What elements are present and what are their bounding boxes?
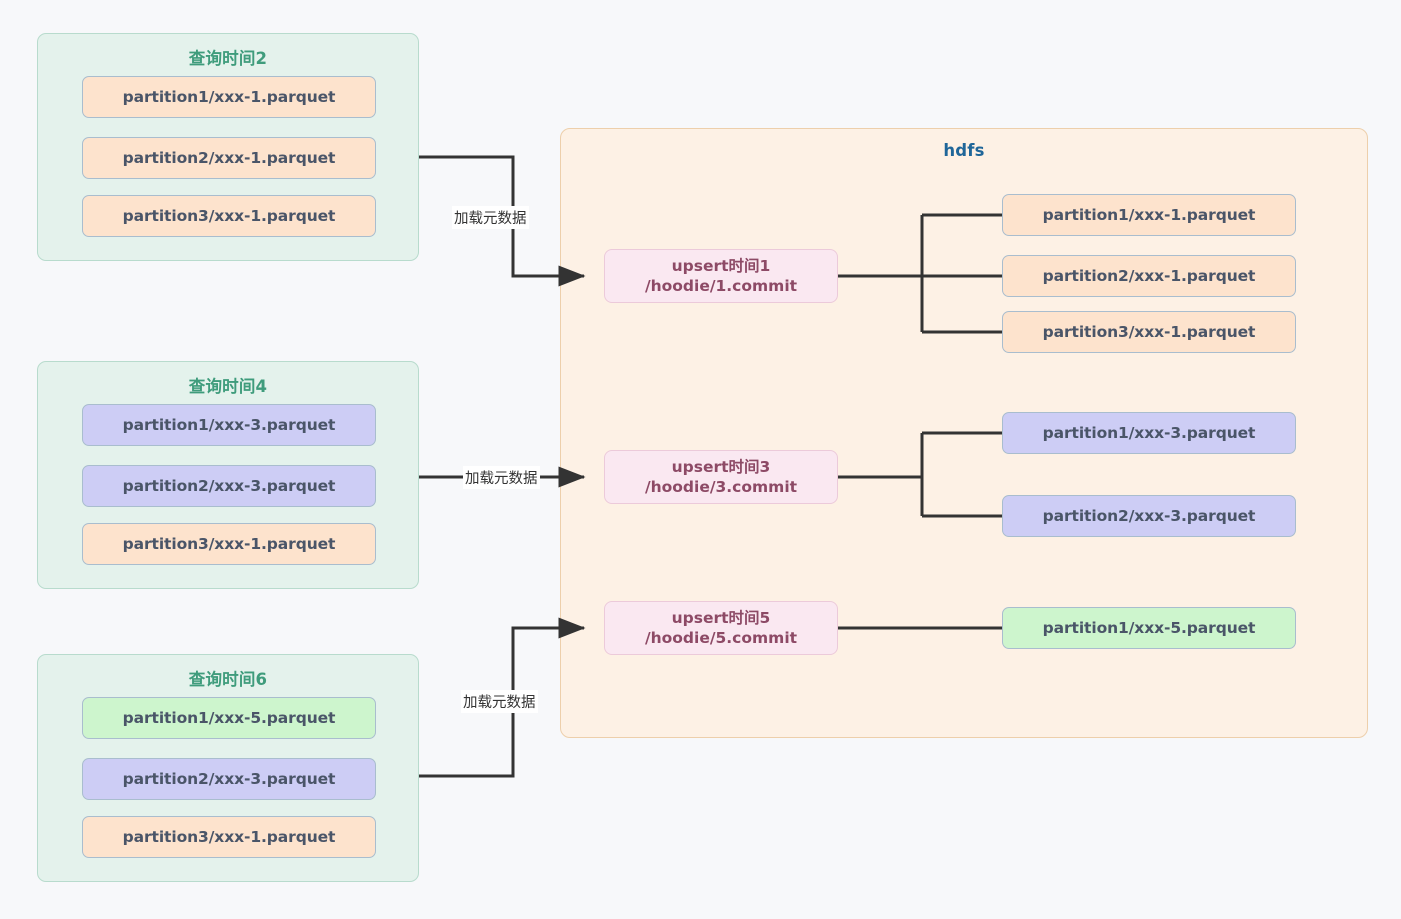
commit-box-2-line1: upsert时间3 — [671, 457, 771, 476]
edge-label-3: 加载元数据 — [461, 690, 538, 713]
commit-box-2-line2: /hoodie/3.commit — [644, 478, 798, 496]
query-group-1-file-2[interactable]: partition2/xxx-1.parquet — [82, 137, 376, 179]
query-group-1-file-3[interactable]: partition3/xxx-1.parquet — [82, 195, 376, 237]
commit-box-1[interactable]: upsert时间1 /hoodie/1.commit — [604, 249, 838, 303]
hdfs-title-label: hdfs — [943, 141, 985, 160]
query-group-2-title: 查询时间4 — [188, 377, 268, 396]
query-group-2-file-3[interactable]: partition3/xxx-1.parquet — [82, 523, 376, 565]
commit-box-1-line2: /hoodie/1.commit — [644, 277, 798, 295]
edge-label-1: 加载元数据 — [452, 206, 529, 229]
query-group-1-title: 查询时间2 — [188, 49, 268, 68]
hdfs-output-file-2-2[interactable]: partition2/xxx-3.parquet — [1002, 495, 1296, 537]
commit-box-2[interactable]: upsert时间3 /hoodie/3.commit — [604, 450, 838, 504]
hdfs-output-file-1-3[interactable]: partition3/xxx-1.parquet — [1002, 311, 1296, 353]
query-group-3-file-3[interactable]: partition3/xxx-1.parquet — [82, 816, 376, 858]
hdfs-output-file-1-2[interactable]: partition2/xxx-1.parquet — [1002, 255, 1296, 297]
query-group-3-file-1[interactable]: partition1/xxx-5.parquet — [82, 697, 376, 739]
query-group-3-file-2[interactable]: partition2/xxx-3.parquet — [82, 758, 376, 800]
hdfs-output-file-3-1[interactable]: partition1/xxx-5.parquet — [1002, 607, 1296, 649]
hdfs-output-file-2-1[interactable]: partition1/xxx-3.parquet — [1002, 412, 1296, 454]
commit-box-3[interactable]: upsert时间5 /hoodie/5.commit — [604, 601, 838, 655]
query-group-2-file-1[interactable]: partition1/xxx-3.parquet — [82, 404, 376, 446]
commit-box-3-line2: /hoodie/5.commit — [644, 629, 798, 647]
query-group-1: 查询时间2 partition1/xxx-1.parquet partition… — [37, 33, 419, 261]
query-group-1-file-1[interactable]: partition1/xxx-1.parquet — [82, 76, 376, 118]
commit-box-3-line1: upsert时间5 — [671, 608, 771, 627]
edge-label-2: 加载元数据 — [463, 466, 540, 489]
query-group-3-title: 查询时间6 — [188, 670, 268, 689]
commit-box-1-line1: upsert时间1 — [671, 256, 771, 275]
hdfs-output-file-1-1[interactable]: partition1/xxx-1.parquet — [1002, 194, 1296, 236]
query-group-2-file-2[interactable]: partition2/xxx-3.parquet — [82, 465, 376, 507]
query-group-2: 查询时间4 partition1/xxx-3.parquet partition… — [37, 361, 419, 589]
query-group-3: 查询时间6 partition1/xxx-5.parquet partition… — [37, 654, 419, 882]
